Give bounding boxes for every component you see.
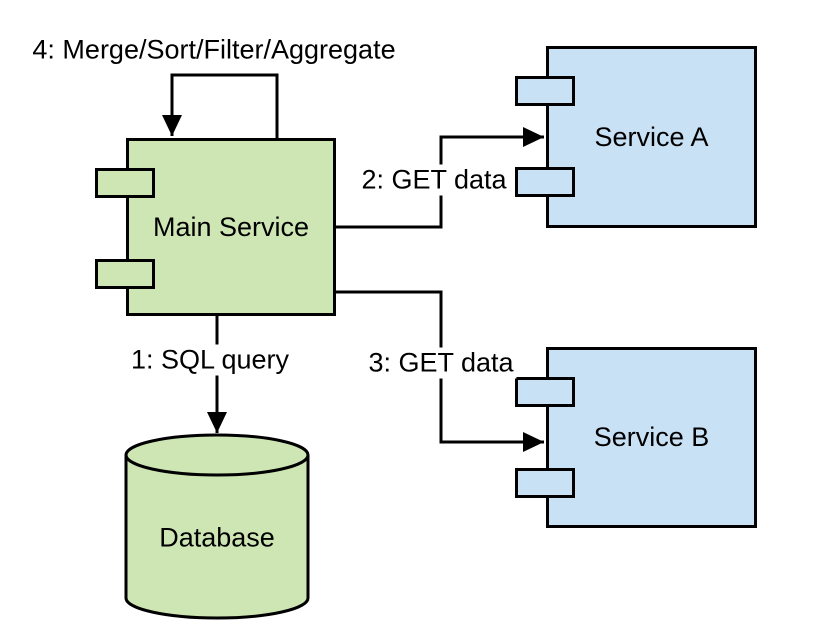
node-service-a: Service A xyxy=(515,46,757,228)
component-port-icon xyxy=(515,76,575,106)
component-port-icon xyxy=(95,259,155,289)
node-main-service: Main Service xyxy=(95,138,336,316)
database-cylinder-body xyxy=(124,455,310,620)
node-label-main-service: Main Service xyxy=(152,211,310,242)
node-service-b: Service B xyxy=(515,347,757,528)
edge-label-merge-sort-filter-aggregate: 4: Merge/Sort/Filter/Aggregate xyxy=(29,34,399,66)
edge-label-get-data-b: 3: GET data xyxy=(365,347,517,379)
database-cylinder-top xyxy=(124,433,310,477)
component-port-icon xyxy=(515,167,575,197)
component-port-icon xyxy=(515,377,575,407)
component-port-icon xyxy=(515,468,575,498)
node-label-service-b: Service B xyxy=(593,422,710,452)
component-port-icon xyxy=(95,168,155,198)
edge-self-loop-merge xyxy=(162,73,279,138)
node-label-database: Database xyxy=(159,522,275,553)
edge-label-sql-query: 1: SQL query xyxy=(127,344,293,376)
node-label-service-a: Service A xyxy=(594,121,709,152)
edge-label-get-data-a: 2: GET data xyxy=(358,164,510,196)
